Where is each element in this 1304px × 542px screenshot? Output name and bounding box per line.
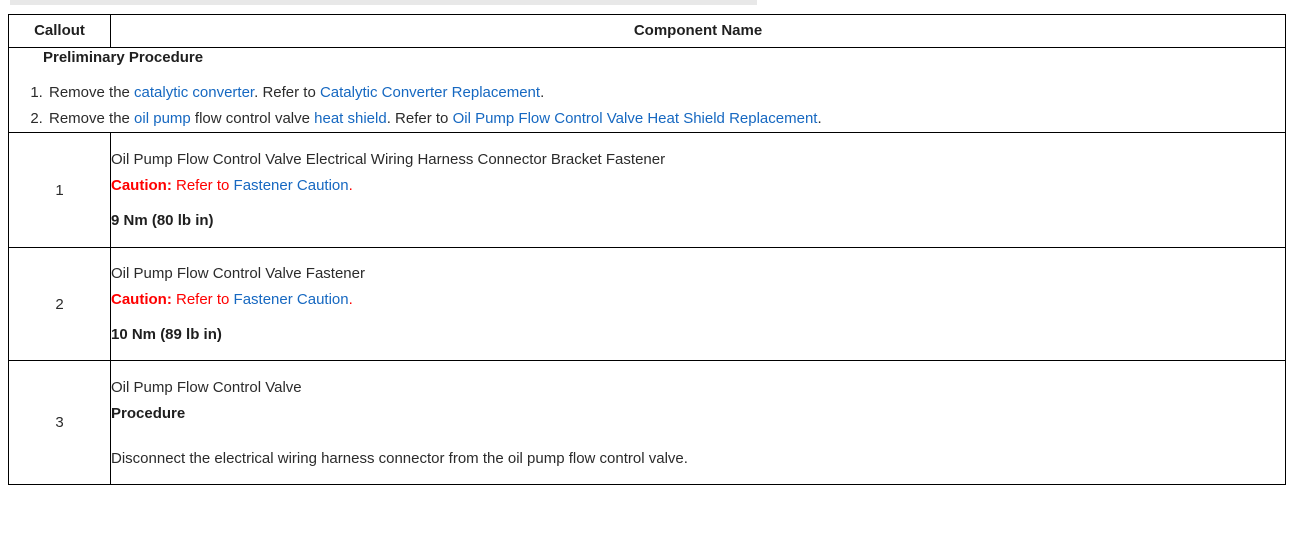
- component-spec-table-wrapper: Callout Component Name Preliminary Proce…: [8, 14, 1286, 485]
- column-header-component-name: Component Name: [110, 14, 1286, 48]
- preliminary-procedure-title: Preliminary Procedure: [43, 49, 204, 66]
- component-spec-table: Callout Component Name Preliminary Proce…: [8, 14, 1286, 485]
- procedure-subheading: Procedure: [111, 404, 186, 422]
- caution-prefix-text: Refer to: [171, 291, 234, 308]
- table-row: 1 Oil Pump Flow Control Valve Electrical…: [8, 132, 1286, 248]
- callout-number: 3: [8, 360, 111, 485]
- component-description-cell: Oil Pump Flow Control Valve Procedure Di…: [110, 360, 1286, 485]
- inline-link[interactable]: heat shield: [314, 110, 387, 127]
- inline-text: . Refer to: [386, 110, 453, 127]
- fastener-caution-link[interactable]: Fastener Caution: [233, 177, 349, 194]
- procedure-text: Disconnect the electrical wiring harness…: [111, 449, 688, 467]
- table-row: 3 Oil Pump Flow Control Valve Procedure …: [8, 360, 1286, 485]
- fastener-caution-link[interactable]: Fastener Caution: [233, 291, 349, 308]
- component-title: Oil Pump Flow Control Valve: [111, 378, 302, 396]
- inline-link[interactable]: Catalytic Converter Replacement: [319, 84, 541, 101]
- inline-text: . Refer to: [254, 84, 320, 101]
- torque-specification: 9 Nm (80 lb in): [111, 212, 214, 229]
- component-title: Oil Pump Flow Control Valve Electrical W…: [111, 151, 666, 168]
- caution-suffix-text: .: [348, 177, 353, 194]
- component-description-cell: Oil Pump Flow Control Valve Electrical W…: [110, 132, 1286, 248]
- preliminary-procedure-row: Preliminary Procedure Remove the catalyt…: [8, 47, 1286, 133]
- callout-number: 1: [8, 132, 111, 248]
- caution-note: Caution: Refer to Fastener Caution.: [111, 174, 1285, 198]
- component-title: Oil Pump Flow Control Valve Fastener: [111, 265, 365, 282]
- preliminary-step-1: Remove the catalytic converter. Refer to…: [47, 80, 1285, 106]
- caution-suffix-text: .: [348, 291, 353, 308]
- column-header-callout: Callout: [8, 14, 111, 48]
- table-header-row: Callout Component Name: [8, 14, 1286, 48]
- inline-text: flow control valve: [190, 110, 315, 127]
- component-description-cell: Oil Pump Flow Control Valve Fastener Cau…: [110, 247, 1286, 361]
- callout-number: 2: [8, 247, 111, 361]
- preliminary-procedure-cell: Preliminary Procedure Remove the catalyt…: [8, 47, 1286, 133]
- inline-text: Remove the: [49, 110, 135, 127]
- inline-text: .: [540, 84, 545, 101]
- caution-label: Caution:: [111, 177, 172, 194]
- inline-text: Remove the: [49, 84, 135, 101]
- caution-note: Caution: Refer to Fastener Caution.: [111, 288, 1285, 312]
- preliminary-step-2: Remove the oil pump flow control valve h…: [47, 106, 1285, 132]
- inline-link[interactable]: Oil Pump Flow Control Valve Heat Shield …: [452, 110, 818, 127]
- inline-link[interactable]: catalytic converter: [134, 84, 255, 101]
- caution-prefix-text: Refer to: [171, 177, 234, 194]
- preliminary-procedure-list: Remove the catalytic converter. Refer to…: [9, 80, 1285, 132]
- table-row: 2 Oil Pump Flow Control Valve Fastener C…: [8, 247, 1286, 361]
- inline-link[interactable]: oil pump: [134, 110, 191, 127]
- caution-label: Caution:: [111, 291, 172, 308]
- top-page-strip: [10, 0, 757, 5]
- inline-text: .: [817, 110, 822, 127]
- torque-specification: 10 Nm (89 lb in): [111, 326, 222, 343]
